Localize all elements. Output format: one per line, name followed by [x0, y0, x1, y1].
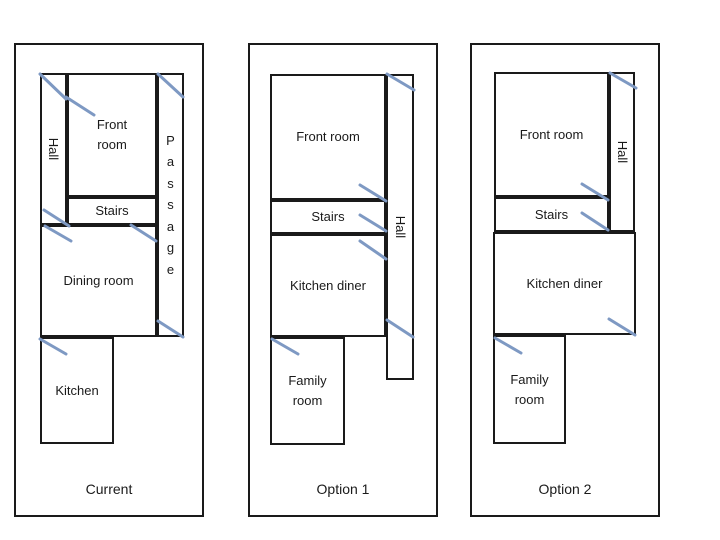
room-kitchen-diner-label: Kitchen diner	[290, 277, 366, 293]
room-stairs-label: Stairs	[534, 206, 569, 222]
panel-option-2: Front room Hall Stairs Kitchen diner Fam…	[470, 43, 660, 517]
room-kitchen-label: Kitchen	[55, 382, 99, 398]
room-front-room-label: Front room	[519, 126, 584, 142]
room-front-room: Front room	[270, 74, 386, 200]
room-hall: Hall	[386, 74, 414, 380]
room-kitchen-diner-label: Kitchen diner	[526, 275, 603, 291]
room-front-room: Front room	[494, 72, 609, 197]
room-stairs: Stairs	[67, 197, 157, 225]
panel-caption: Option 2	[538, 481, 592, 497]
room-stairs-label: Stairs	[95, 203, 129, 218]
room-passage-label: Passage	[166, 132, 175, 277]
room-stairs: Stairs	[270, 200, 386, 234]
room-family-room-label: Family room	[288, 373, 327, 408]
panel-option-1: Front room Stairs Kitchen diner Hall Fam…	[248, 43, 438, 517]
room-hall-label: Hall	[46, 137, 62, 161]
panel-caption: Current	[85, 481, 133, 497]
room-front-room: Front room	[67, 73, 157, 197]
room-kitchen: Kitchen	[40, 337, 114, 444]
room-kitchen-diner: Kitchen diner	[270, 234, 386, 337]
room-front-room-label: Front room	[296, 129, 360, 144]
room-dining-room-label: Dining room	[63, 273, 134, 288]
room-family-room-label: Family room	[510, 371, 549, 407]
room-hall-label: Hall	[615, 140, 630, 164]
room-family-room: Family room	[270, 337, 345, 445]
room-dining-room: Dining room	[40, 225, 157, 337]
room-family-room: Family room	[493, 335, 566, 444]
room-stairs-label: Stairs	[311, 209, 345, 224]
room-kitchen-diner: Kitchen diner	[493, 232, 636, 335]
room-passage: Passage	[157, 73, 184, 337]
room-front-room-label: Front room	[96, 117, 128, 152]
room-stairs: Stairs	[494, 197, 609, 232]
panel-current: Hall Front room Stairs Passage Dining ro…	[14, 43, 204, 517]
room-hall-label: Hall	[393, 215, 408, 239]
room-hall: Hall	[609, 72, 635, 232]
room-hall: Hall	[40, 73, 67, 225]
panel-caption: Option 1	[316, 481, 370, 497]
